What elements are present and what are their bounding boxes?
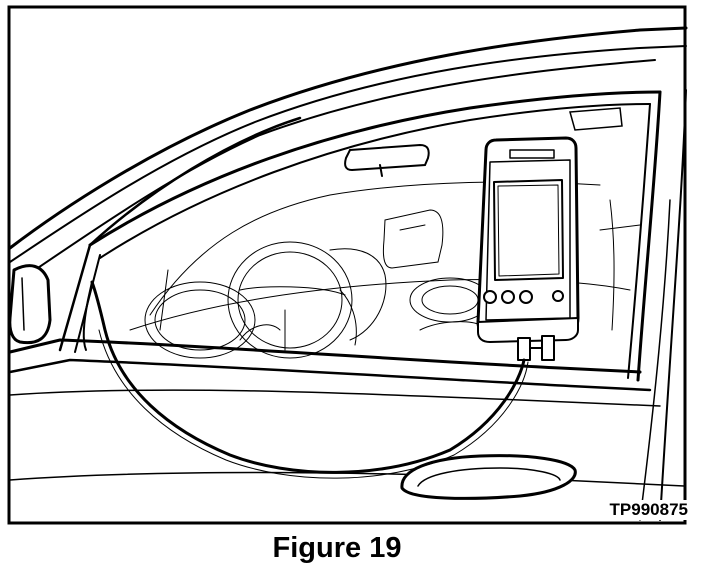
handheld-tester (476, 136, 580, 361)
device-button-2 (501, 290, 515, 304)
device-button-4 (552, 290, 564, 302)
diagnostic-cable (82, 280, 529, 479)
figure-reference-code: TP990875 (570, 500, 690, 520)
figure-caption: Figure 19 (272, 532, 402, 564)
line-drawing (7, 5, 688, 525)
device-button-1 (483, 290, 497, 304)
device-button-3 (519, 290, 533, 304)
figure-border (7, 5, 687, 525)
figure-illustration (7, 5, 688, 525)
